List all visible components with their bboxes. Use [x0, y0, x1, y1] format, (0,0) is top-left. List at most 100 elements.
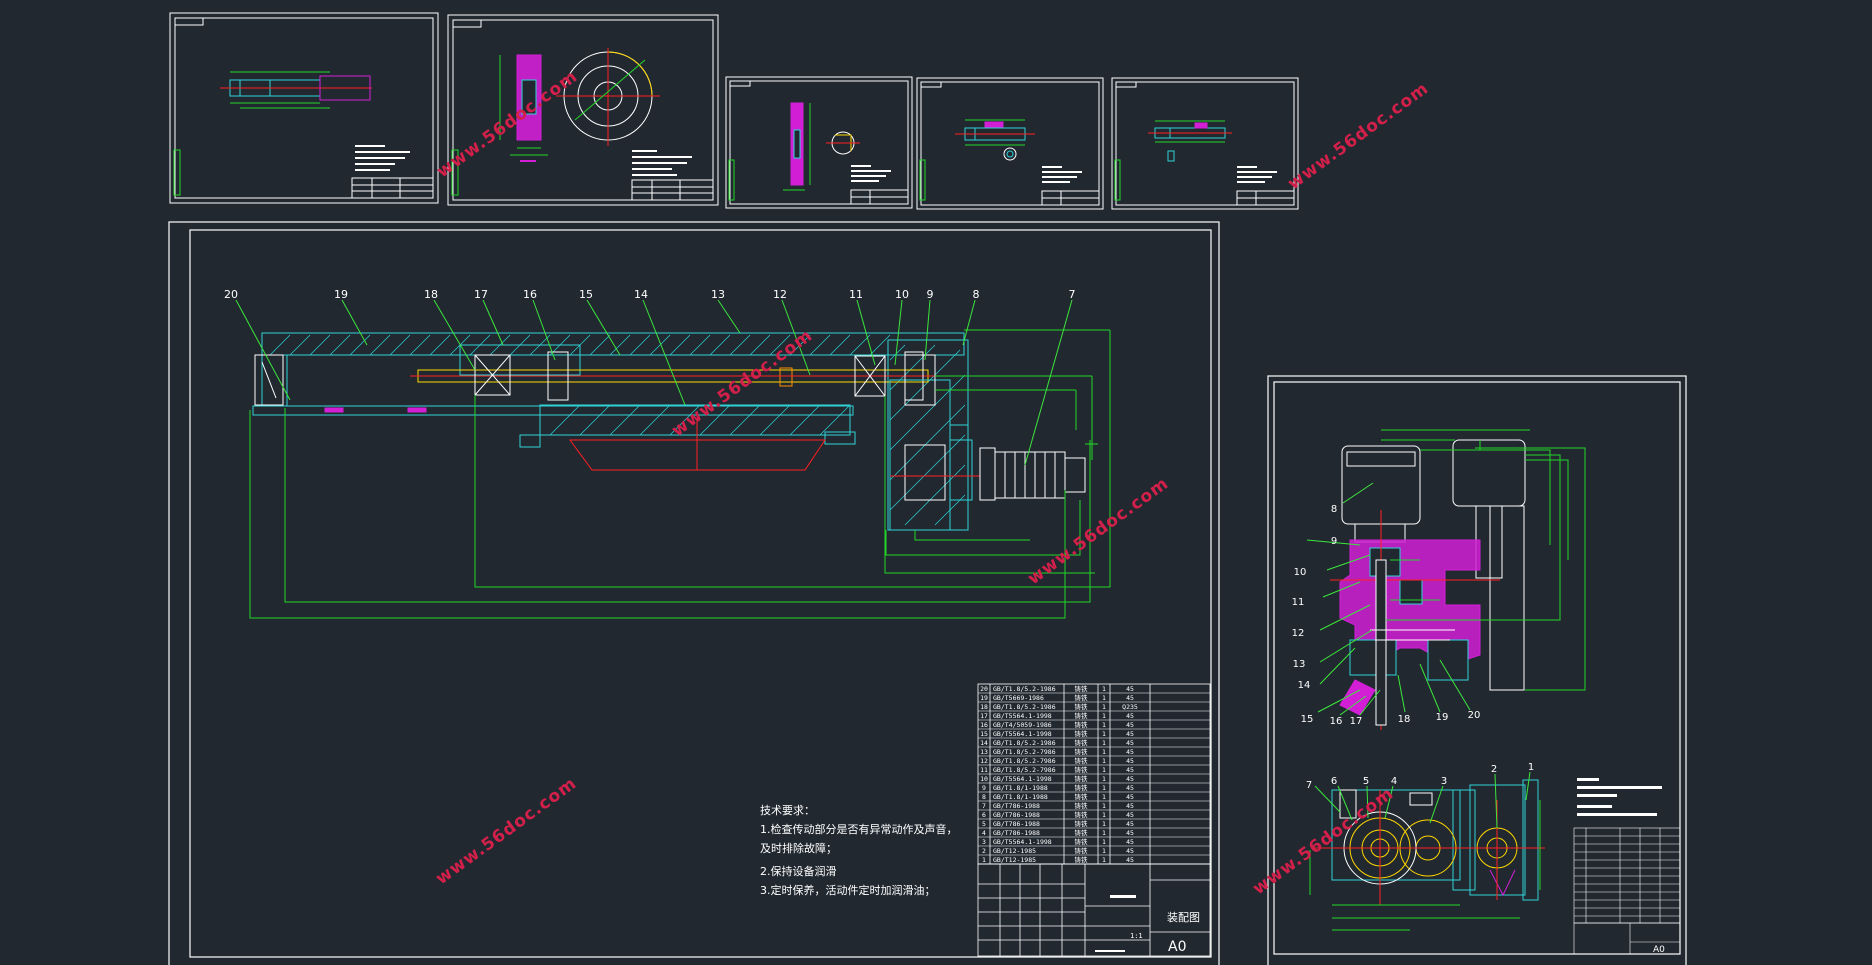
parts-cell-no: 6 [982, 811, 986, 819]
parts-cell-code: GB/T12-1985 [993, 856, 1036, 864]
parts-cell-material: 铸铁 [1075, 729, 1089, 738]
parts-cell-no: 14 [980, 739, 988, 747]
balloon: 7 [1069, 288, 1076, 301]
tech-requirements: 技术要求： 1.检查传动部分是否有异常动作及声音， 及时排除故障； 2.保持设备… [760, 804, 958, 897]
parts-cell-code: GB/T786-1988 [993, 820, 1040, 828]
thumbnail-sheet-3[interactable] [725, 76, 913, 209]
balloon: 13 [711, 288, 725, 301]
thumbnail-sheet-2[interactable] [447, 14, 719, 206]
parts-cell-code: GB/T1.8/1-1988 [993, 793, 1048, 801]
balloon: 17 [1350, 716, 1363, 727]
parts-cell-material: 铸铁 [1075, 828, 1089, 837]
parts-cell-no: 5 [982, 820, 986, 828]
parts-cell-no: 17 [980, 712, 988, 720]
main-balloon-labels: 20 19 18 17 16 15 14 13 12 11 10 9 8 7 [224, 288, 1076, 301]
parts-cell-qty: 1 [1102, 694, 1106, 702]
parts-cell-grade: 45 [1126, 829, 1134, 837]
balloon: 15 [1301, 714, 1314, 725]
thumbnail-sheet-1[interactable] [169, 12, 439, 204]
balloon: 10 [895, 288, 909, 301]
parts-cell-code: GB/T5564.1-1998 [993, 730, 1052, 738]
balloon: 5 [1363, 776, 1369, 787]
parts-cell-grade: 45 [1126, 766, 1134, 774]
balloon: 17 [474, 288, 488, 301]
parts-cell-qty: 1 [1102, 802, 1106, 810]
main-assembly-drawing[interactable] [235, 299, 1111, 619]
tech-item: 及时排除故障； [760, 841, 837, 855]
parts-cell-grade: 45 [1126, 775, 1134, 783]
balloon: 18 [424, 288, 438, 301]
right-upper-balloons: 8 9 10 11 12 13 14 15 16 17 18 19 20 [1292, 504, 1481, 727]
parts-cell-code: GB/T5564.1-1998 [993, 775, 1052, 783]
parts-cell-code: GB/T1.8/5.2-1986 [993, 703, 1056, 711]
balloon: 9 [927, 288, 934, 301]
parts-cell-code: GB/T1.8/5.2-7986 [993, 748, 1056, 756]
parts-cell-qty: 1 [1102, 784, 1106, 792]
parts-cell-code: GB/T1.8/5.2-1986 [993, 739, 1056, 747]
right-parts-table [1573, 827, 1681, 955]
parts-cell-qty: 1 [1102, 856, 1106, 864]
parts-cell-no: 13 [980, 748, 988, 756]
parts-cell-grade: 45 [1126, 712, 1134, 720]
parts-cell-grade: 45 [1126, 784, 1134, 792]
scale: 1:1 [1130, 932, 1143, 940]
balloon: 6 [1331, 776, 1337, 787]
balloon: 8 [973, 288, 980, 301]
parts-cell-material: 铸铁 [1075, 810, 1089, 819]
parts-cell-qty: 1 [1102, 739, 1106, 747]
balloon: 16 [1330, 716, 1343, 727]
parts-cell-qty: 1 [1102, 703, 1106, 711]
right-upper-view[interactable] [1306, 429, 1586, 730]
parts-cell-material: 铸铁 [1075, 846, 1089, 855]
balloon: 13 [1293, 659, 1306, 670]
main-sheet-frame [168, 221, 1220, 965]
balloon: 2 [1491, 764, 1497, 775]
right-sheet-frame [1267, 375, 1687, 965]
parts-cell-code: GB/T786-1988 [993, 802, 1040, 810]
parts-cell-material: 铸铁 [1075, 693, 1089, 702]
parts-cell-grade: 45 [1126, 757, 1134, 765]
parts-cell-code: GB/T5564.1-1998 [993, 838, 1052, 846]
parts-cell-qty: 1 [1102, 829, 1106, 837]
parts-cell-material: 铸铁 [1075, 792, 1089, 801]
parts-cell-material: 铸铁 [1075, 756, 1089, 765]
parts-cell-grade: Q235 [1122, 703, 1138, 711]
right-sheet-size: A0 [1653, 945, 1665, 955]
parts-cell-qty: 1 [1102, 820, 1106, 828]
balloon: 8 [1331, 504, 1337, 515]
balloon: 11 [849, 288, 863, 301]
tech-item: 2.保持设备润滑 [760, 864, 837, 878]
parts-cell-no: 7 [982, 802, 986, 810]
parts-cell-grade: 45 [1126, 856, 1134, 864]
parts-cell-material: 铸铁 [1075, 711, 1089, 720]
parts-cell-code: GB/T1.8/5.2-7986 [993, 766, 1056, 774]
parts-cell-no: 20 [980, 685, 988, 693]
parts-cell-code: GB/T786-1988 [993, 829, 1040, 837]
sheet-size: A0 [1168, 939, 1186, 955]
parts-cell-code: GB/T1.8/5.2-1986 [993, 685, 1056, 693]
parts-cell-qty: 1 [1102, 748, 1106, 756]
parts-cell-no: 2 [982, 847, 986, 855]
parts-cell-code: GB/T4/5059-1986 [993, 721, 1052, 729]
balloon: 20 [224, 288, 238, 301]
parts-cell-material: 铸铁 [1075, 819, 1089, 828]
parts-cell-qty: 1 [1102, 730, 1106, 738]
parts-cell-grade: 45 [1126, 802, 1134, 810]
balloon: 4 [1391, 776, 1397, 787]
balloon: 1 [1528, 762, 1534, 773]
parts-cell-qty: 1 [1102, 811, 1106, 819]
parts-cell-grade: 45 [1126, 793, 1134, 801]
thumbnail-sheet-5[interactable] [1111, 77, 1299, 210]
tech-title: 技术要求： [760, 804, 815, 817]
parts-cell-qty: 1 [1102, 847, 1106, 855]
parts-cell-qty: 1 [1102, 793, 1106, 801]
parts-cell-no: 15 [980, 730, 988, 738]
parts-cell-no: 10 [980, 775, 988, 783]
parts-cell-no: 12 [980, 757, 988, 765]
thumbnail-sheet-4[interactable] [916, 77, 1104, 210]
balloon: 14 [1298, 680, 1311, 691]
right-lower-view[interactable] [1309, 771, 1545, 931]
parts-cell-material: 铸铁 [1075, 684, 1089, 693]
